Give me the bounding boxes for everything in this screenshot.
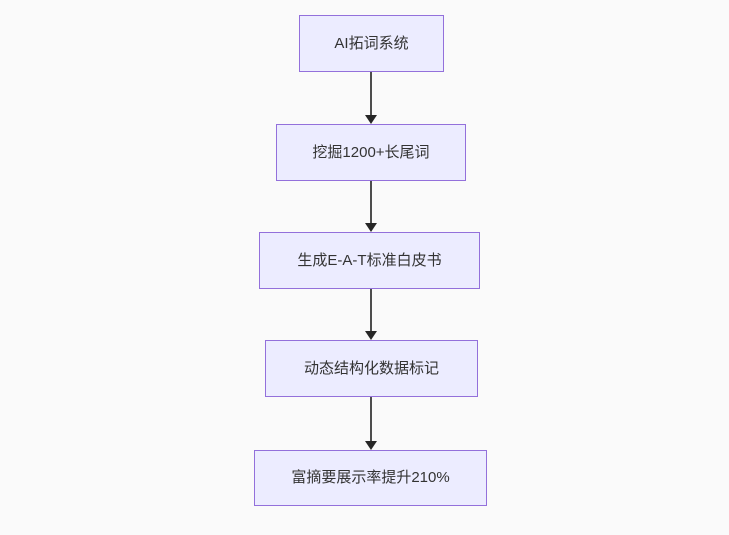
flow-node-eat-whitepaper: 生成E-A-T标准白皮书 [259, 232, 480, 289]
flow-node-label: 富摘要展示率提升210% [291, 469, 450, 486]
flow-edge-3 [365, 289, 377, 340]
flow-node-rich-snippet-result: 富摘要展示率提升210% [254, 450, 487, 506]
flow-edge-2 [365, 181, 377, 232]
flow-node-label: AI拓词系统 [334, 34, 409, 52]
arrow-down-icon [365, 441, 377, 450]
flow-node-structured-data-markup: 动态结构化数据标记 [265, 340, 478, 397]
arrow-down-icon [365, 115, 377, 124]
flow-node-label: 动态结构化数据标记 [303, 359, 439, 377]
arrow-down-icon [365, 223, 377, 232]
flow-node-label: 生成E-A-T标准白皮书 [297, 251, 442, 269]
flow-node-ai-word-expansion: AI拓词系统 [299, 15, 444, 72]
flow-node-longtail-mining: 挖掘1200+长尾词 [276, 124, 466, 181]
arrow-down-icon [365, 331, 377, 340]
flow-node-label: 挖掘1200+长尾词 [312, 143, 430, 161]
flow-edge-1 [365, 72, 377, 124]
flow-edge-4 [365, 397, 377, 450]
